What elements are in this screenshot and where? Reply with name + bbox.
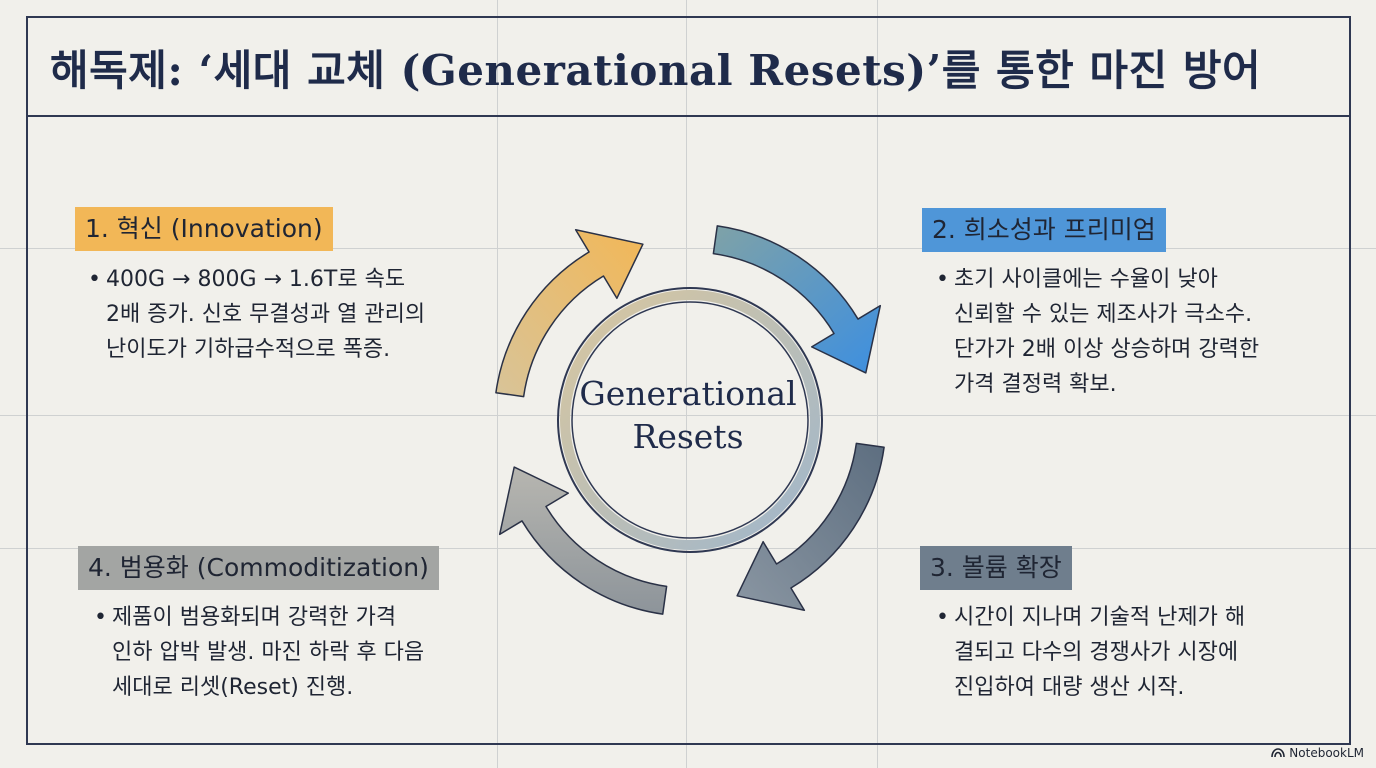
stage-4-line: 제품이 범용화되며 강력한 가격 — [112, 605, 397, 630]
inner-ring — [560, 290, 820, 550]
cycle-arrow-commoditization — [498, 466, 668, 615]
stage-1-line: 400G → 800G → 1.6T로 속도 — [106, 267, 406, 292]
stage-1-description: 400G → 800G → 1.6T로 속도 2배 증가. 신호 무결성과 열 관… — [88, 262, 425, 367]
notebooklm-icon — [1271, 748, 1286, 758]
stage-2-line: 초기 사이클에는 수율이 낮아 — [954, 267, 1218, 292]
stage-2-label: 2. 희소성과 프리미엄 — [922, 208, 1166, 252]
stage-1-line: 2배 증가. 신호 무결성과 열 관리의 — [106, 302, 426, 327]
title-divider — [26, 115, 1351, 117]
inner-ring-outline — [571, 301, 809, 539]
stage-4-line: 인하 압박 발생. 마진 하락 후 다음 — [112, 640, 425, 665]
center-label-line: Resets — [632, 417, 744, 456]
grid-line — [877, 0, 878, 768]
center-label-line: Generational — [579, 374, 797, 413]
stage-1-label: 1. 혁신 (Innovation) — [75, 207, 333, 251]
cycle-diagram — [495, 225, 885, 615]
stage-4-line: 세대로 리셋(Reset) 진행. — [112, 675, 354, 700]
brand-label: NotebookLM — [1289, 746, 1364, 760]
grid-line — [0, 415, 1376, 416]
stage-2-line: 단가가 2배 이상 상승하며 강력한 — [954, 337, 1260, 362]
stage-3-line: 시간이 지나며 기술적 난제가 해 — [954, 605, 1246, 630]
cycle-arrow-innovation — [495, 228, 644, 398]
stage-2-line: 가격 결정력 확보. — [954, 372, 1117, 397]
stage-1-bullet: 400G → 800G → 1.6T로 속도 2배 증가. 신호 무결성과 열 관… — [88, 262, 425, 367]
stage-3-label: 3. 볼륨 확장 — [920, 546, 1072, 590]
inner-ring-outline — [557, 287, 823, 553]
cycle-arrow-scarcity — [712, 225, 882, 374]
brand-mark: NotebookLM — [1271, 746, 1364, 760]
cycle-arrow-volume — [736, 442, 885, 612]
slide-frame — [26, 16, 1351, 745]
page-title: 해독제: ‘세대 교체 (Generational Resets)’를 통한 마… — [50, 46, 1262, 95]
stage-4-label: 4. 범용화 (Commoditization) — [78, 546, 439, 590]
stage-3-line: 진입하여 대량 생산 시작. — [954, 675, 1185, 700]
stage-2-line: 신뢰할 수 있는 제조사가 극소수. — [954, 302, 1253, 327]
stage-1-line: 난이도가 기하급수적으로 폭증. — [106, 337, 391, 362]
center-label: Generational Resets — [560, 372, 816, 458]
grid-line — [686, 0, 687, 768]
stage-3-line: 결되고 다수의 경쟁사가 시장에 — [954, 640, 1239, 665]
grid-line — [0, 248, 1376, 249]
